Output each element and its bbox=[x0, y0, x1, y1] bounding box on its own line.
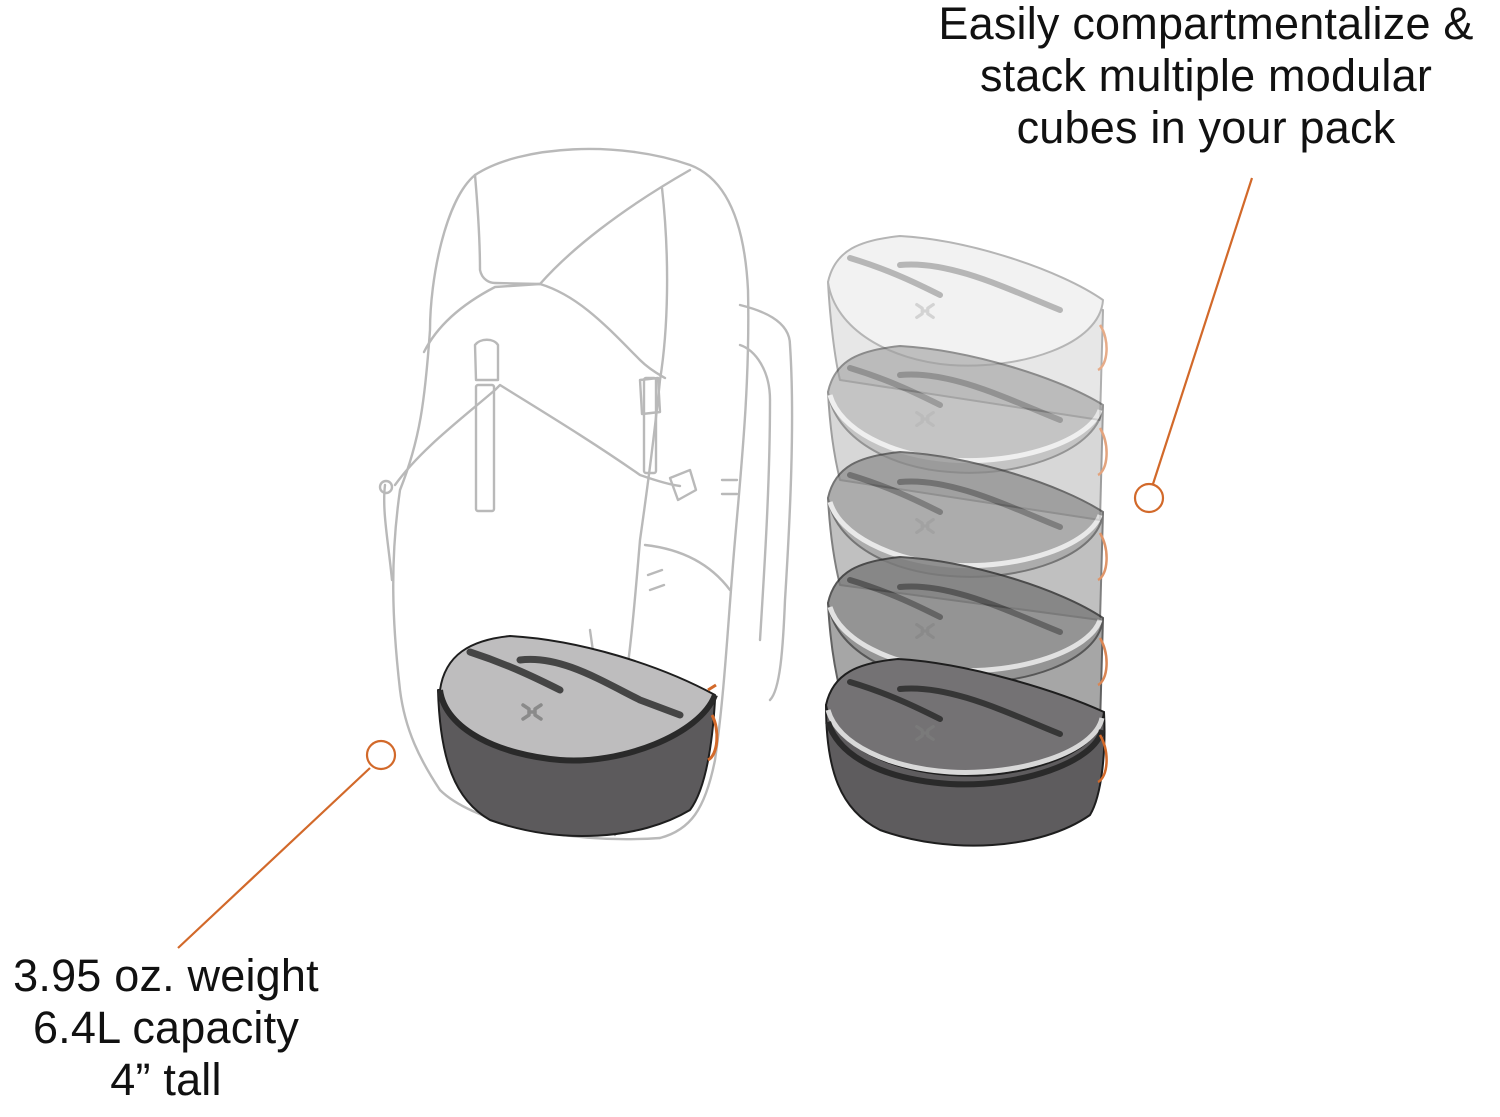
caption-line: cubes in your pack bbox=[1016, 102, 1396, 154]
packing-cube bbox=[825, 658, 1108, 847]
stacking-callout-pointer bbox=[1133, 177, 1254, 514]
cube-stack bbox=[825, 235, 1108, 847]
caption-line: Easily compartmentalize & bbox=[938, 0, 1474, 49]
specs-caption: 3.95 oz. weight 6.4L capacity 4” tall bbox=[0, 950, 336, 1107]
circle-callout-marker bbox=[1133, 482, 1165, 514]
weight-spec: 3.95 oz. weight bbox=[13, 950, 319, 1001]
circle-callout-marker bbox=[365, 739, 397, 771]
caption-line: stack multiple modular bbox=[979, 50, 1433, 102]
specs-callout-pointer bbox=[177, 739, 397, 949]
packing-cube bbox=[437, 635, 719, 837]
stacking-feature-caption: Easily compartmentalize & stack multiple… bbox=[906, 0, 1500, 155]
height-spec: 4” tall bbox=[110, 1054, 222, 1106]
capacity-spec: 6.4L capacity bbox=[32, 1002, 300, 1054]
